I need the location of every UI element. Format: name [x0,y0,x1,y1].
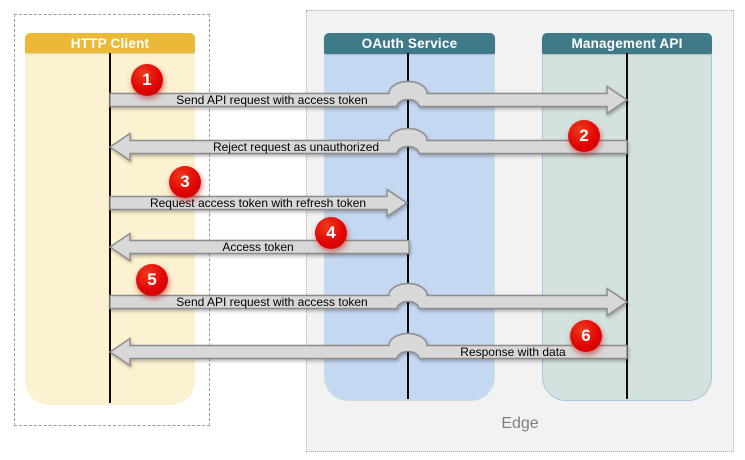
step-badge-1: 1 [131,64,163,96]
lifeline-http-client [109,53,111,403]
actor-header-oauth-service: OAuth Service [324,33,495,54]
message-label-4: Access token [222,240,294,254]
step-badge-6: 6 [570,320,602,352]
message-label-3: Request access token with refresh token [149,196,367,210]
actor-header-http-client: HTTP Client [25,33,195,53]
step-badge-4: 4 [315,217,347,249]
message-label-6: Response with data [460,345,566,359]
edge-label: Edge [501,415,539,432]
lifeline-oauth-service [407,53,409,399]
step-badge-3: 3 [169,166,201,198]
step-badge-5: 5 [136,264,168,296]
message-label-2: Reject request as unauthorized [212,140,380,154]
actor-header-management-api: Management API [542,33,712,54]
http-client-boundary-box [14,14,210,426]
message-label-5: Send API request with access token [176,295,368,309]
lifeline-management-api [626,53,628,399]
step-badge-2: 2 [568,120,600,152]
message-label-1: Send API request with access token [176,93,368,107]
